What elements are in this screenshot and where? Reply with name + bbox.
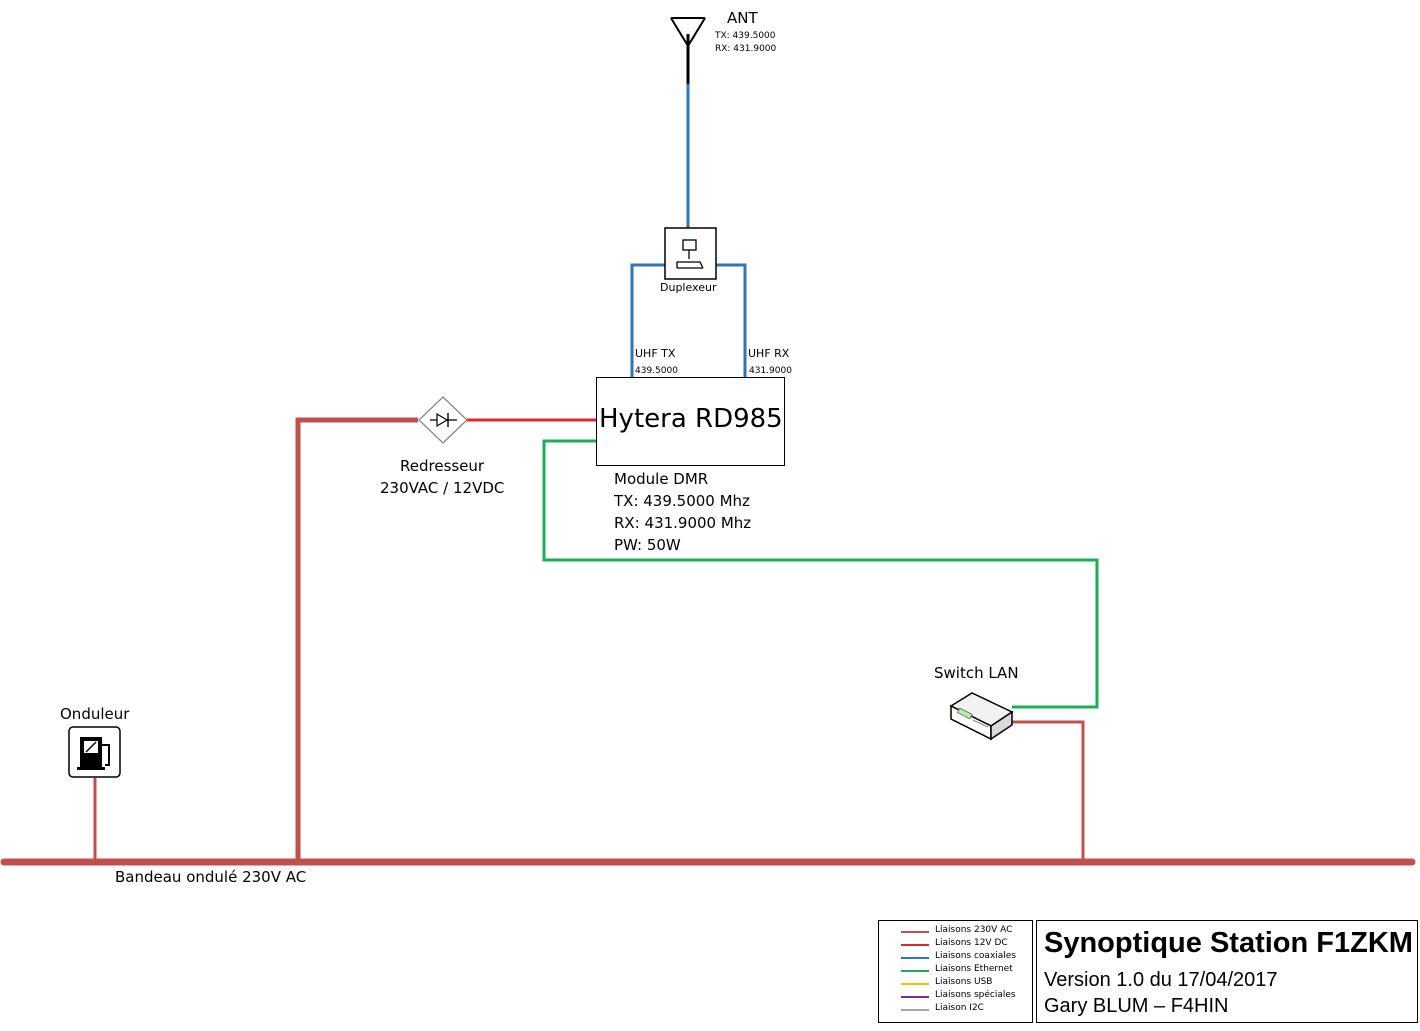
repeater-detail-line: PW: 50W bbox=[614, 536, 681, 554]
switch-label: Switch LAN bbox=[934, 664, 1019, 682]
uhf-tx-freq: 439.5000 bbox=[635, 366, 678, 376]
legend-label: Liaisons spéciales bbox=[935, 990, 1016, 1000]
repeater-detail-line: RX: 431.9000 Mhz bbox=[614, 514, 752, 532]
repeater-title: Hytera RD985 bbox=[599, 404, 783, 434]
title-block: Synoptique Station F1ZKM Version 1.0 du … bbox=[1036, 920, 1418, 1023]
rectifier-label: Redresseur bbox=[400, 457, 485, 475]
duplexer-label: Duplexeur bbox=[660, 281, 717, 294]
repeater-detail-line: Module DMR bbox=[614, 470, 709, 488]
legend-label: Liaisons USB bbox=[935, 977, 993, 987]
legend-item: Liaisons spéciales bbox=[901, 990, 1031, 1003]
legend-item: Liaisons 230V AC bbox=[901, 925, 1031, 938]
legend-item: Liaisons USB bbox=[901, 977, 1031, 990]
coax-tx-line bbox=[630, 263, 665, 377]
diagram-title: Synoptique Station F1ZKM bbox=[1044, 927, 1413, 959]
legend-swatch bbox=[901, 996, 929, 998]
diagram-version: Version 1.0 du 17/04/2017 bbox=[1044, 969, 1278, 991]
legend-item: Liaisons 12V DC bbox=[901, 938, 1031, 951]
legend-label: Liaisons Ethernet bbox=[935, 964, 1013, 974]
uhf-rx-freq: 431.9000 bbox=[749, 366, 792, 376]
coax-rx-line bbox=[716, 263, 747, 377]
repeater-detail-line: TX: 439.5000 Mhz bbox=[614, 492, 750, 510]
legend-swatch bbox=[901, 983, 929, 985]
rectifier-icon bbox=[418, 396, 468, 444]
ups-icon bbox=[68, 726, 121, 778]
legend-label: Liaisons 230V AC bbox=[935, 925, 1013, 935]
legend-item: Liaison I2C bbox=[901, 1003, 1031, 1016]
switch-icon bbox=[949, 692, 1014, 741]
ups-label: Onduleur bbox=[60, 705, 130, 723]
legend-swatch bbox=[901, 1009, 929, 1011]
antenna-tx-freq: TX: 439.5000 bbox=[715, 31, 776, 41]
legend-swatch bbox=[901, 957, 929, 959]
uhf-rx-label: UHF RX bbox=[748, 347, 790, 360]
bus-label: Bandeau ondulé 230V AC bbox=[115, 868, 307, 886]
legend-item: Liaisons coaxiales bbox=[901, 951, 1031, 964]
antenna-label: ANT bbox=[727, 9, 758, 27]
ac-feed-rectifier-line bbox=[295, 417, 418, 859]
rectifier-spec: 230VAC / 12VDC bbox=[380, 479, 505, 497]
legend-swatch bbox=[901, 970, 929, 972]
legend-item: Liaisons Ethernet bbox=[901, 964, 1031, 977]
uhf-tx-label: UHF TX bbox=[635, 347, 676, 360]
diagram-author: Gary BLUM – F4HIN bbox=[1044, 995, 1229, 1017]
switch-power-line bbox=[1012, 720, 1085, 859]
ethernet-line bbox=[542, 439, 1099, 709]
legend-label: Liaisons 12V DC bbox=[935, 938, 1008, 948]
antenna-icon bbox=[670, 17, 706, 84]
legend-swatch bbox=[901, 931, 929, 933]
duplexer-icon bbox=[664, 227, 717, 280]
legend-label: Liaison I2C bbox=[935, 1003, 984, 1013]
repeater-box bbox=[596, 377, 785, 466]
legend: Liaisons 230V AC Liaisons 12V DC Liaison… bbox=[878, 920, 1033, 1023]
legend-swatch bbox=[901, 944, 929, 946]
antenna-rx-freq: RX: 431.9000 bbox=[715, 44, 777, 54]
legend-label: Liaisons coaxiales bbox=[935, 951, 1017, 961]
